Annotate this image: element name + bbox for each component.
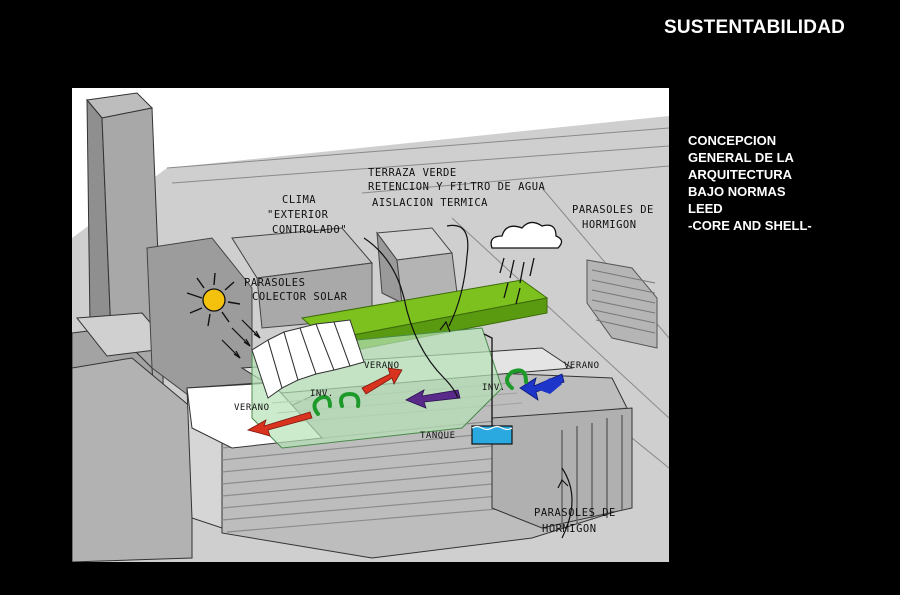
clima-label: CLIMA — [282, 194, 316, 206]
parasoles-bottom-label: PARASOLES DE — [534, 507, 616, 519]
water-tank — [471, 425, 513, 445]
solar-collector-fins — [251, 319, 365, 399]
description-line: LEED — [688, 201, 723, 216]
parasoles-top-label: PARASOLES DE — [572, 204, 654, 216]
description-block: CONCEPCION GENERAL DE LA ARQUITECTURA BA… — [688, 132, 812, 234]
inv-label: INV. — [482, 383, 506, 393]
sun-ray-arrows — [221, 319, 261, 359]
winter-intake-arrows — [405, 373, 565, 409]
page-title: SUSTENTABILIDAD — [664, 17, 846, 38]
inv-label: INV. — [310, 389, 334, 399]
water-pipe — [483, 333, 493, 426]
parasoles-top-label: HORMIGON — [582, 219, 637, 231]
sketch-svg: CLIMA "EXTERIOR CONTROLADO" TERRAZA VERD… — [72, 88, 669, 562]
parasoles-bottom-label: HORMIGON — [542, 523, 597, 535]
clima-label: "EXTERIOR — [267, 209, 329, 221]
description-line: -CORE AND SHELL- — [688, 218, 812, 233]
description-line: GENERAL DE LA — [688, 150, 794, 165]
terraza-label: TERRAZA VERDE — [368, 167, 457, 179]
verano-label: VERANO — [234, 403, 270, 413]
verano-label: VERANO — [364, 361, 400, 371]
parasoles-solar-label: PARASOLES — [244, 277, 305, 289]
terraza-label: AISLACION TERMICA — [372, 197, 488, 209]
clima-label: CONTROLADO" — [272, 224, 347, 236]
left-lower-building — [72, 312, 193, 562]
description-line: BAJO NORMAS — [688, 184, 786, 199]
verano-label: VERANO — [564, 361, 600, 371]
summer-exhaust-arrows — [246, 367, 403, 437]
sketch-annotations: CLIMA "EXTERIOR CONTROLADO" TERRAZA VERD… — [234, 167, 654, 535]
leader-lines — [363, 224, 573, 539]
parasoles-solar-label: COLECTOR SOLAR — [252, 291, 348, 303]
description-line: CONCEPCION — [688, 133, 777, 148]
description-line: ARQUITECTURA — [688, 167, 792, 182]
circulation-arrows — [312, 368, 528, 416]
sun-icon — [186, 272, 241, 327]
rain-cloud-icon — [490, 221, 563, 305]
right-small-building — [586, 259, 658, 349]
sustainability-sketch: CLIMA "EXTERIOR CONTROLADO" TERRAZA VERD… — [72, 88, 669, 562]
tanque-label: TANQUE — [420, 431, 456, 441]
terraza-label: RETENCION Y FILTRO DE AGUA — [368, 181, 546, 193]
